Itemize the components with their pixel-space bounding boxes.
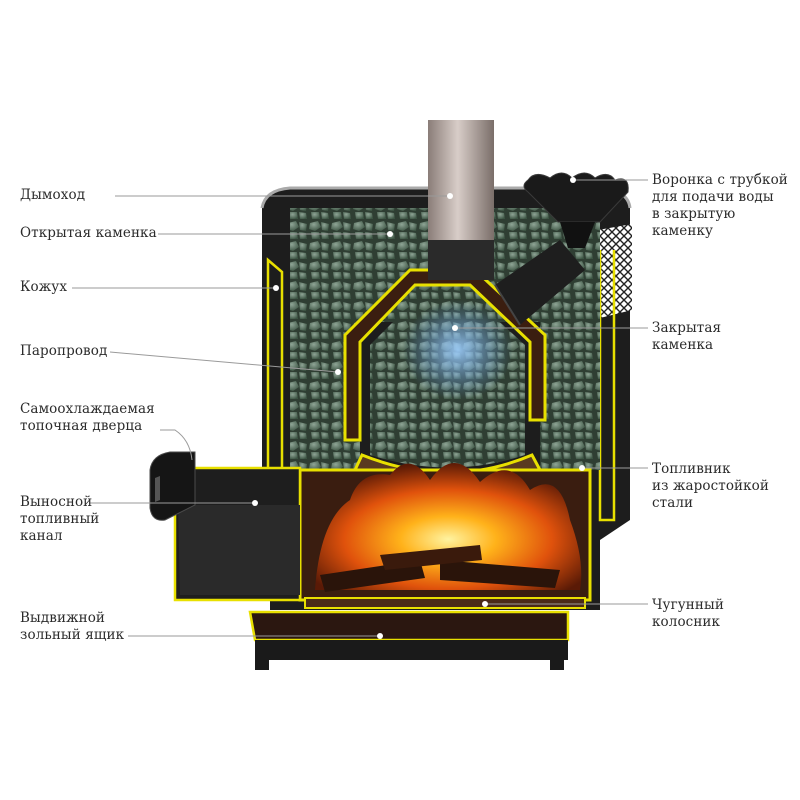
- firebox: [298, 462, 592, 602]
- chimney-pipe: [428, 120, 494, 280]
- grate: [304, 597, 586, 609]
- leader-dots: [252, 177, 585, 639]
- label-open-stones: Открытая каменка: [20, 225, 157, 241]
- leader-lines: [72, 179, 648, 637]
- label-ash-box: Выдвижной зольный ящик: [20, 610, 125, 643]
- ash-box: [248, 610, 570, 670]
- label-chimney: Дымоход: [20, 187, 86, 203]
- label-steam-pipe: Паропровод: [20, 343, 108, 359]
- steam-cloud: [403, 300, 513, 400]
- label-funnel: Воронка с трубкой для подачи воды в закр…: [652, 172, 788, 239]
- label-fuel-channel: Выносной топливный канал: [20, 494, 100, 544]
- label-grate: Чугунный колосник: [652, 597, 724, 630]
- label-casing: Кожух: [20, 279, 68, 295]
- water-funnel: [494, 172, 629, 326]
- label-door: Самоохлаждаемая топочная дверца: [20, 401, 155, 434]
- label-firebox: Топливник из жаростойкой стали: [652, 461, 770, 511]
- label-closed-stones: Закрытая каменка: [652, 320, 722, 353]
